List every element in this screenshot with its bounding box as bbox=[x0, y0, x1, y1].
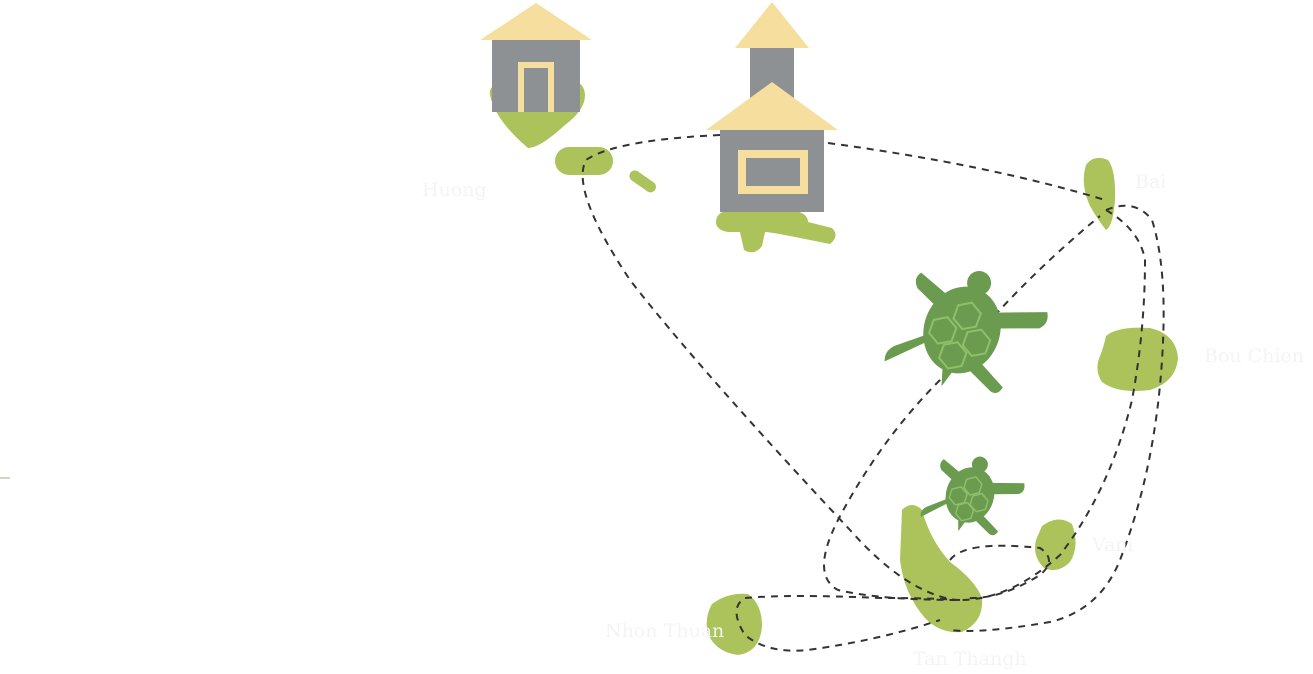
island-a bbox=[900, 505, 983, 633]
label-island-c: Bou Chien bbox=[1204, 345, 1305, 367]
island-b bbox=[1035, 519, 1076, 570]
island-tower-base bbox=[716, 210, 836, 253]
label-island-e: Nhon Thuan bbox=[605, 620, 725, 642]
route-inner-loop bbox=[823, 209, 1147, 602]
route-south-loop bbox=[735, 595, 961, 652]
label-island-d: Bai bbox=[1135, 171, 1167, 193]
turtle-icon bbox=[884, 271, 1048, 394]
hut-icon bbox=[480, 3, 592, 112]
label-island-a: Tan Thangh bbox=[913, 648, 1027, 670]
route-east-loop bbox=[949, 204, 1165, 632]
turtle-small-icon bbox=[920, 456, 1025, 536]
islet-small bbox=[629, 170, 656, 193]
island-e bbox=[706, 593, 762, 655]
label-island-f: Huong bbox=[422, 179, 487, 201]
label-island-b: Vani bbox=[1092, 534, 1134, 556]
islands bbox=[489, 81, 1178, 655]
route-b-loop bbox=[949, 544, 1050, 600]
tower-hut-icon bbox=[706, 2, 838, 212]
ferry-routes bbox=[581, 134, 1165, 652]
route-west-loop bbox=[581, 134, 956, 601]
island-c bbox=[1097, 327, 1178, 391]
route-north bbox=[827, 142, 1106, 201]
island-d bbox=[1083, 157, 1116, 230]
